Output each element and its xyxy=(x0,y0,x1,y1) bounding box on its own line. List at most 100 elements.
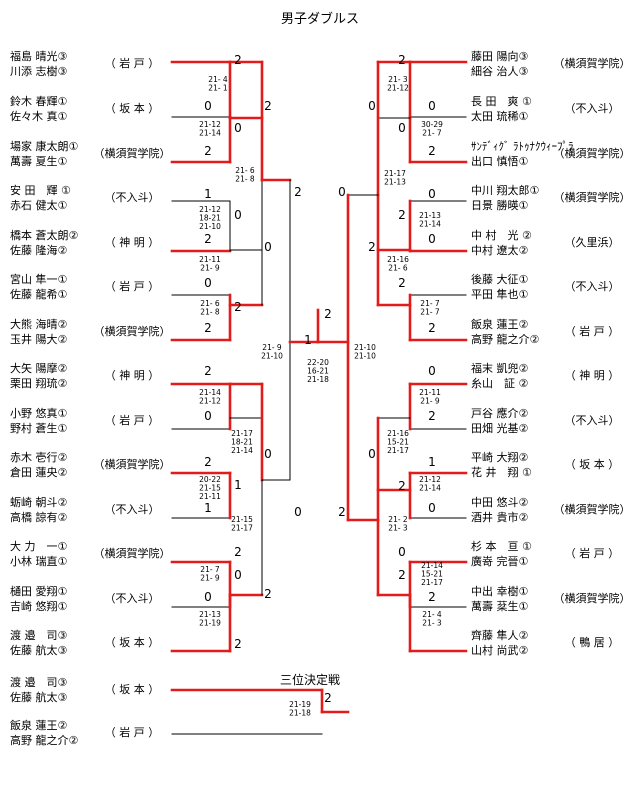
right-player-7-1: 飯泉 蓮王② xyxy=(471,318,529,331)
set-score-R_semi-1: 21-10 xyxy=(354,343,376,352)
set-score-R_g-1: 21-11 xyxy=(419,388,441,397)
score-R_r1_16: 2 xyxy=(428,590,436,604)
set-score-R_c-1: 21-17 xyxy=(384,169,406,178)
left-team-13: （不入斗） xyxy=(104,592,160,605)
set-score-L_g-1: 21-14 xyxy=(199,388,221,397)
set-score-final-3: 21-18 xyxy=(307,375,329,384)
left-team-9: （ 岩 戸 ） xyxy=(104,414,160,427)
set-score-R_j-2: 21- 3 xyxy=(388,524,408,533)
left-player-14-1: 渡 邉 司③ xyxy=(10,629,68,642)
left-team-2: （ 坂 本 ） xyxy=(104,102,160,115)
set-score-R_b-2: 21- 7 xyxy=(422,129,442,138)
right-player-5-1: 中 村 光 ② xyxy=(471,229,532,242)
set-score-L_i-2: 21-15 xyxy=(199,484,221,493)
right-player-12-2: 廣嵜 完晉① xyxy=(471,555,529,568)
score-R_r1_9: 2 xyxy=(428,321,436,335)
set-score-L_c-2: 21- 8 xyxy=(235,175,255,184)
score-L_r1_18: 0 xyxy=(204,590,212,604)
set-score-R_g-2: 21- 9 xyxy=(420,397,440,406)
left-team-12: （横須賀学院） xyxy=(93,547,171,560)
left-player-11-1: 蛎崎 朝斗② xyxy=(10,496,68,509)
set-score-L_h-2: 18-21 xyxy=(231,438,253,447)
score-L_r2_4: 2 xyxy=(264,587,272,601)
score-L_r1_15: 1 xyxy=(204,501,212,515)
right-player-2-2: 太田 琉稀① xyxy=(471,110,529,123)
third-player-2-1: 飯泉 蓮王② xyxy=(10,719,68,732)
set-score-R_a-2: 21-12 xyxy=(387,84,409,93)
score-L_r1_19: 2 xyxy=(234,637,242,651)
set-score-third-1: 21-19 xyxy=(289,700,311,709)
right-team-2: （不入斗） xyxy=(564,102,620,115)
score-L_r1_2: 0 xyxy=(204,99,212,113)
score-L_r1_17: 0 xyxy=(234,568,242,582)
left-player-3-1: 場家 康太朗① xyxy=(10,140,79,153)
score-L_r1_6: 0 xyxy=(234,208,242,222)
third-team-2: （ 岩 戸 ） xyxy=(104,726,160,739)
score-L_r1_8: 0 xyxy=(204,276,212,290)
right-team-5: （久里浜） xyxy=(564,236,620,249)
score-R_r1_10: 0 xyxy=(428,364,436,378)
right-team-3: （横須賀学院） xyxy=(553,147,631,160)
right-team-12: （ 岩 戸 ） xyxy=(564,547,620,560)
set-score-L_d-3: 21-10 xyxy=(199,222,221,231)
right-player-4-2: 日景 勝暎① xyxy=(471,199,529,212)
left-player-1-1: 福島 晴光③ xyxy=(10,50,68,63)
right-team-1: （横須賀学院） xyxy=(553,57,631,70)
left-player-14-2: 佐藤 航太③ xyxy=(10,644,68,657)
set-score-R_h-1: 21-16 xyxy=(387,429,409,438)
set-score-L_d-1: 21-12 xyxy=(199,205,221,214)
left-player-4-1: 安 田 輝 ① xyxy=(10,184,71,197)
score-L_r1_11: 2 xyxy=(204,364,212,378)
set-score-L_e-2: 21- 9 xyxy=(200,264,220,273)
score-final_left: 1 xyxy=(304,333,312,347)
score-L_r1_14: 1 xyxy=(234,478,242,492)
right-team-14: （ 鴨 居 ） xyxy=(564,636,620,649)
set-score-R_i-2: 21-14 xyxy=(419,484,441,493)
score-R_r3_1: 0 xyxy=(338,185,346,199)
right-team-7: （ 岩 戸 ） xyxy=(564,325,620,338)
set-score-L_i-3: 21-11 xyxy=(199,492,221,501)
set-score-R_i-1: 21-12 xyxy=(419,475,441,484)
set-score-R_l-1: 21- 4 xyxy=(422,610,442,619)
left-player-12-2: 小林 瑞直① xyxy=(10,555,68,568)
left-team-10: （横須賀学院） xyxy=(93,458,171,471)
left-player-11-2: 高橋 諒有② xyxy=(10,511,68,524)
set-score-R_f-1: 21- 7 xyxy=(420,299,440,308)
third-place-title: 三位決定戦 xyxy=(279,673,340,687)
left-player-4-2: 赤石 健太① xyxy=(10,199,68,212)
score-final_right: 2 xyxy=(324,307,332,321)
right-player-7-2: 高野 龍之介② xyxy=(471,333,540,346)
set-score-R_d-1: 21-13 xyxy=(419,211,441,220)
left-player-12-1: 大 力 一① xyxy=(10,540,68,553)
right-player-3-1: ｻﾝﾃﾞｨｸﾞ ﾗﾄｩﾅｸｳｨｰﾌﾟﾗ xyxy=(471,140,574,153)
right-team-9: （不入斗） xyxy=(564,414,620,427)
right-player-9-1: 戸谷 應介② xyxy=(471,407,529,420)
left-player-13-2: 吉崎 悠翔① xyxy=(10,600,68,613)
set-score-L_h-1: 21-17 xyxy=(231,429,253,438)
set-score-L_semi-1: 21- 9 xyxy=(262,343,282,352)
score-R_r1_11: 2 xyxy=(428,409,436,423)
score-L_r2_2: 0 xyxy=(264,240,272,254)
right-player-12-1: 杉 本 亘 ① xyxy=(471,540,532,553)
right-player-10-1: 平崎 大翔② xyxy=(471,451,529,464)
set-score-R_f-2: 21- 7 xyxy=(420,308,440,317)
right-player-14-2: 山村 尚武② xyxy=(471,644,529,657)
right-team-11: （横須賀学院） xyxy=(553,503,631,516)
set-score-R_c-2: 21-13 xyxy=(384,178,406,187)
score-R_r1_8: 2 xyxy=(398,276,406,290)
set-score-R_semi-2: 21-10 xyxy=(354,352,376,361)
left-player-5-1: 橋本 蒼太朗② xyxy=(10,229,79,242)
right-player-1-1: 藤田 陽向③ xyxy=(471,50,529,63)
left-team-6: （ 岩 戸 ） xyxy=(104,280,160,293)
right-player-5-2: 中村 遼太② xyxy=(471,244,529,257)
right-player-6-1: 後藤 大征① xyxy=(471,273,529,286)
set-score-L_f-2: 21- 8 xyxy=(200,308,220,317)
left-team-8: （ 神 明 ） xyxy=(104,369,160,382)
set-score-L_c-1: 21- 6 xyxy=(235,166,255,175)
third-player-1-2: 佐藤 航太③ xyxy=(10,691,68,704)
left-team-1: （ 岩 戸 ） xyxy=(104,57,160,70)
set-score-final-2: 16-21 xyxy=(307,367,329,376)
left-player-9-1: 小野 悠真① xyxy=(10,407,68,420)
left-team-4: （不入斗） xyxy=(104,191,160,204)
